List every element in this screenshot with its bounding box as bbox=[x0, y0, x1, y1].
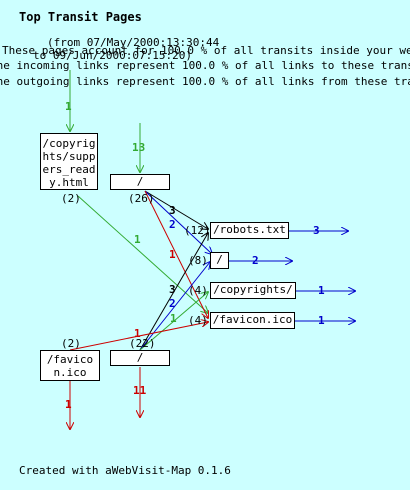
link-count-root-robots: 3 bbox=[169, 204, 176, 217]
link-root-favicon bbox=[144, 190, 208, 318]
page-title: Top Transit Pages bbox=[19, 10, 142, 24]
description-outgoing: The outgoing links represent 100.0 % of … bbox=[0, 75, 410, 88]
link-rootbottom-copyrights bbox=[139, 292, 208, 351]
page-box-copyrights-ready[interactable]: /copyrights/suppers_ready.html bbox=[40, 133, 98, 190]
link-rootbottom-robots bbox=[139, 233, 208, 351]
link-count-rootbottom-favicon: 1 bbox=[170, 312, 177, 325]
hits-copyrights-ready: (2) bbox=[61, 192, 81, 205]
date-to: to 09/Jun/2000:07:15:20) bbox=[33, 49, 192, 62]
page-box-root-bottom[interactable]: / bbox=[110, 350, 170, 366]
hits-copyrights: (4) bbox=[188, 284, 208, 297]
link-count-copyrights-robots: 1 bbox=[134, 233, 141, 246]
outgoing-count-favicon-left: 1 bbox=[65, 398, 72, 411]
link-count-rootbottom-copyrights: 3 bbox=[169, 283, 176, 296]
page-box-root-top[interactable]: / bbox=[110, 174, 170, 190]
link-favicon-favicon bbox=[69, 322, 208, 351]
footer-credit: Created with aWebVisit-Map 0.1.6 bbox=[19, 464, 231, 477]
page-box-favicon[interactable]: /favicon.ico bbox=[210, 312, 295, 329]
outgoing-count-root-bottom: 11 bbox=[133, 384, 147, 397]
link-count-root-favicon: 1 bbox=[169, 248, 176, 261]
hits-root-right: (8) bbox=[188, 254, 208, 267]
hits-robots: (12) bbox=[184, 224, 211, 237]
outgoing-count-favicon: 1 bbox=[318, 314, 325, 327]
page-box-favicon-left[interactable]: /favicon.ico bbox=[40, 350, 100, 381]
link-rootbottom-root bbox=[139, 262, 210, 351]
hits-favicon-left: (2) bbox=[61, 337, 81, 350]
outgoing-count-root: 2 bbox=[252, 254, 259, 267]
link-root-robots bbox=[144, 190, 208, 229]
incoming-count-root: 13 bbox=[132, 141, 146, 154]
date-from: (from 07/May/2000:13:30:44 bbox=[47, 36, 220, 49]
link-count-rootbottom-root: 2 bbox=[169, 297, 176, 310]
description-incoming: The incoming links represent 100.0 % of … bbox=[0, 59, 410, 72]
outgoing-count-robots: 3 bbox=[313, 224, 320, 237]
link-copyrights-robots bbox=[77, 195, 208, 313]
outgoing-count-copyrights: 1 bbox=[318, 284, 325, 297]
page-box-root-right[interactable]: / bbox=[210, 252, 229, 269]
link-root-root bbox=[144, 190, 212, 254]
hits-favicon: (4) bbox=[188, 314, 208, 327]
hits-root-top: (26) bbox=[128, 192, 155, 205]
description-transits: These pages account for 100.0 % of all t… bbox=[2, 44, 410, 57]
page-box-robots[interactable]: /robots.txt bbox=[210, 222, 289, 239]
link-count-root-root: 2 bbox=[169, 218, 176, 231]
page-box-copyrights[interactable]: /copyrights/ bbox=[210, 282, 296, 299]
incoming-count-copyrights: 1 bbox=[65, 100, 72, 113]
link-count-favicon-favicon: 1 bbox=[134, 327, 141, 340]
hits-root-bottom: (22) bbox=[129, 337, 156, 350]
